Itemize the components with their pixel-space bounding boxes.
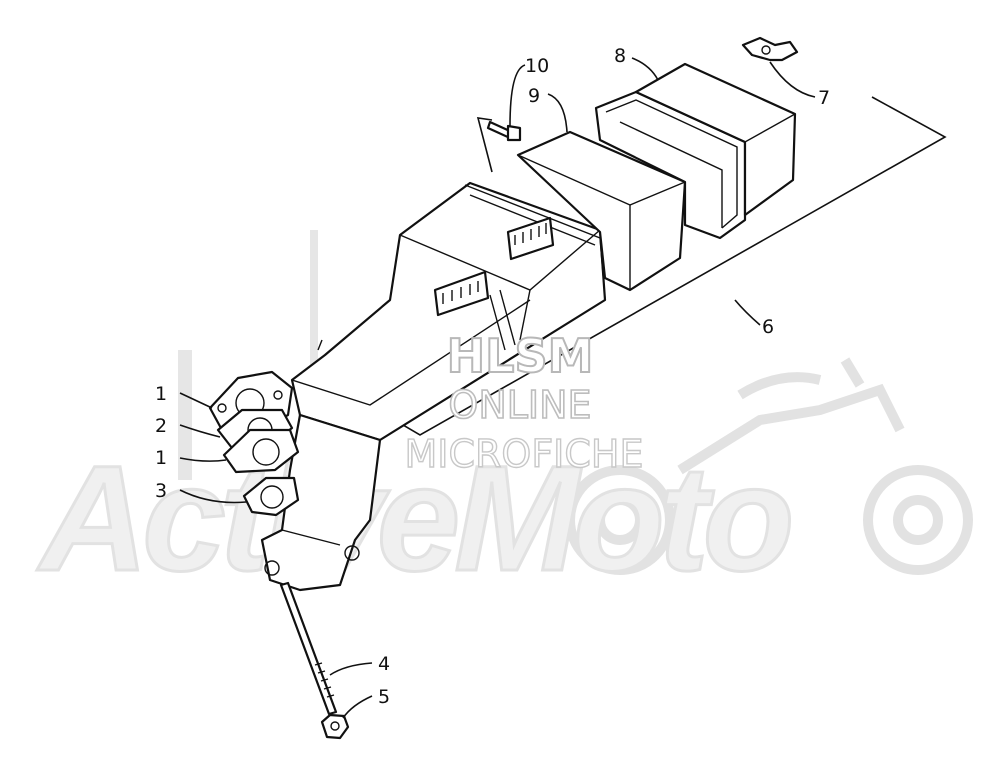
callout-9: 9 <box>528 85 540 107</box>
callout-1-lower: 1 <box>155 447 167 469</box>
callout-4: 4 <box>378 653 390 675</box>
intake-duct-assembly <box>260 181 607 592</box>
leader-line-3 <box>179 489 247 504</box>
leader-line-10 <box>509 64 526 127</box>
flange-gasket-lower <box>222 428 300 474</box>
brand-watermark: ActiveMoto <box>35 230 973 604</box>
hlsm-watermark: HLSM ONLINE MICROFICHE <box>404 328 644 477</box>
intake-housing-part <box>516 130 687 292</box>
leader-lines <box>179 57 816 719</box>
leader-line-2 <box>179 424 221 438</box>
leader-line-1b <box>179 457 227 462</box>
leader-line-5 <box>342 695 373 719</box>
nut-part-icon <box>320 713 350 740</box>
clip-part-icon <box>741 36 799 62</box>
brand-watermark-text: ActiveMoto <box>36 434 790 602</box>
callout-6: 6 <box>762 316 774 338</box>
callout-2: 2 <box>155 415 167 437</box>
watermark-line3: MICROFICHE <box>404 432 643 476</box>
callout-3: 3 <box>155 480 167 502</box>
callout-7: 7 <box>818 87 830 109</box>
leader-line-7 <box>769 61 816 98</box>
callout-1-upper: 1 <box>155 383 167 405</box>
callout-labels: 1 2 1 3 4 5 6 7 8 9 10 <box>155 45 830 708</box>
leader-line-9 <box>547 93 568 133</box>
leader-line-8 <box>631 57 659 81</box>
tooth-tab-lower-icon <box>433 270 490 317</box>
boot-gasket <box>242 476 300 517</box>
watermark-line1: HLSM <box>447 329 594 383</box>
leader-line-4 <box>329 662 373 676</box>
callout-8: 8 <box>614 45 626 67</box>
tower-watermark-icon <box>178 230 318 480</box>
callout-5: 5 <box>378 686 390 708</box>
stud-bolt-part <box>279 581 338 716</box>
cover-box-part <box>634 62 797 217</box>
callout-10: 10 <box>525 55 549 77</box>
tooth-tab-upper-icon <box>506 216 555 261</box>
leader-line-1a <box>179 392 213 409</box>
leader-line-6 <box>734 299 761 326</box>
screw-part-icon <box>476 117 522 173</box>
watermark-line2: ONLINE <box>448 383 591 427</box>
motorcycle-watermark-icon <box>565 357 973 575</box>
